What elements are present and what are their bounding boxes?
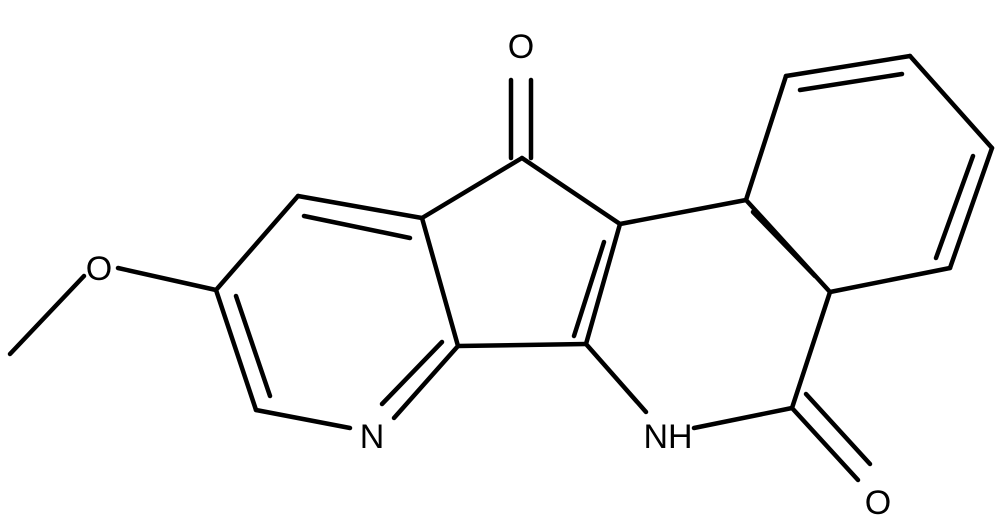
bond-benzene-6 <box>743 73 789 203</box>
bond-c-c-fusion-2 <box>583 221 623 347</box>
bond-amide-co-2 <box>803 391 873 467</box>
bond-pyr-1 <box>295 193 425 221</box>
atom-label-methoxy-oxygen: O <box>86 250 112 288</box>
bond-benzene-1-inner <box>797 71 905 93</box>
bond-nh-c <box>691 405 795 431</box>
bond-benzene-1 <box>783 53 913 79</box>
bond-c-c-fusion <box>617 197 749 227</box>
atom-label-pyridine-nitrogen: N <box>360 418 385 456</box>
bond-five-1 <box>519 155 623 227</box>
bond-amide-co-1 <box>789 405 861 483</box>
bond-pyr-4 <box>253 407 353 431</box>
cyclopentenone-ring <box>419 77 623 349</box>
benzene-ring <box>743 53 995 295</box>
bond-benzene-3 <box>947 145 995 271</box>
bond-pyr-5 <box>391 343 461 421</box>
atom-label-amide-oxygen: O <box>865 484 891 522</box>
pyridine-ring <box>213 193 461 431</box>
bond-pyr-3 <box>213 287 259 413</box>
bond-benzene-5-inner <box>750 209 818 279</box>
lactam-ring <box>571 197 873 483</box>
bond-benzene-3-inner <box>933 153 976 261</box>
bond-c-nh <box>583 341 649 415</box>
bond-benzene-2 <box>907 53 995 151</box>
bond-benzene-4 <box>827 265 953 295</box>
bond-pyr-2 <box>213 193 301 293</box>
bond-pyr-1-inner <box>301 213 413 241</box>
bond-pyr-3-inner <box>233 293 273 399</box>
bond-o-ch3 <box>7 273 87 357</box>
bond-pyr-5-inner <box>379 339 445 407</box>
bond-c-c-fusion-2-inner <box>571 239 607 339</box>
atom-label-amide-nitrogen: NH <box>643 418 692 456</box>
bond-five-4 <box>455 341 589 349</box>
bond-five-2 <box>419 155 525 221</box>
bond-ring-o <box>115 265 219 293</box>
bond-five-3 <box>419 215 461 349</box>
methoxy-group <box>7 265 219 357</box>
bond-c-c-benzene <box>789 289 833 411</box>
atom-label-ketone-oxygen: O <box>508 28 534 66</box>
